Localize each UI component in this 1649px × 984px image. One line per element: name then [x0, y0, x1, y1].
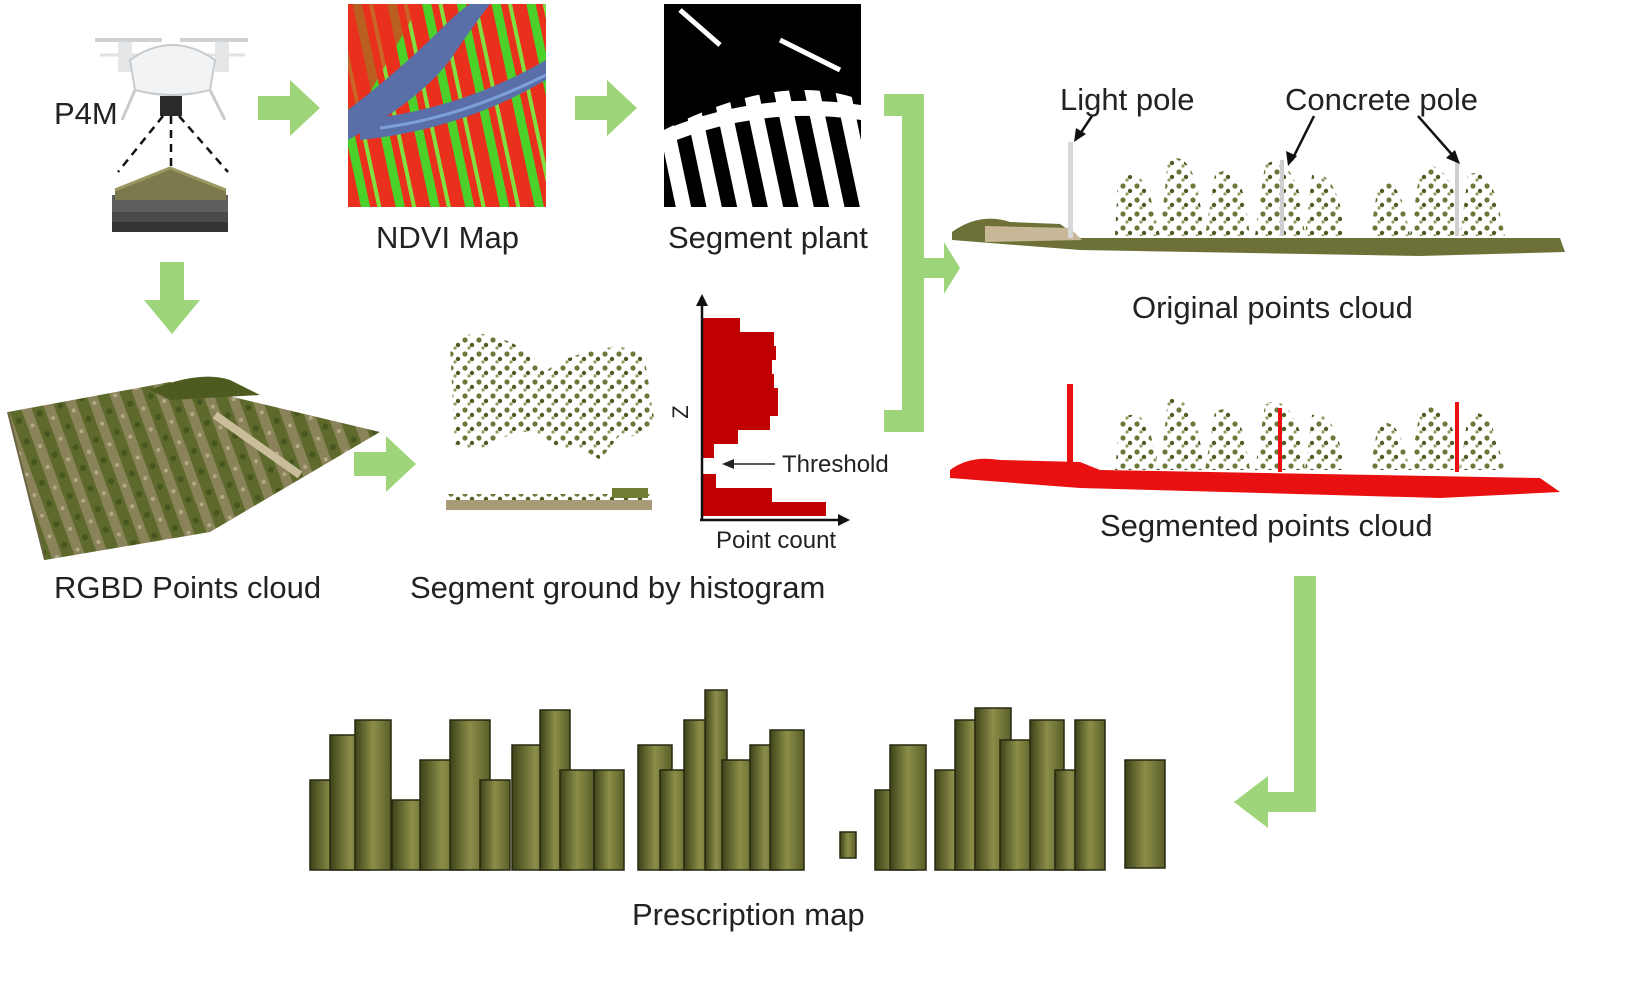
- merge-bracket-vertical: [902, 94, 924, 432]
- rgbd-points-cloud-label: RGBD Points cloud: [54, 570, 321, 605]
- prescription-map-image: [309, 689, 1166, 871]
- y-axis-arrowhead: [696, 294, 708, 306]
- ndvi-map-label: NDVI Map: [376, 220, 519, 255]
- hist-bar: [702, 374, 774, 388]
- hist-bar: [702, 318, 740, 332]
- multispectral-stack-icon: [112, 166, 228, 232]
- segment-plant-label: Segment plant: [668, 220, 868, 255]
- concrete-pole-label: Concrete pole: [1285, 82, 1478, 117]
- light-pole-label: Light pole: [1060, 82, 1194, 117]
- elbow-horizontal: [1268, 792, 1316, 812]
- elbow-vertical: [1294, 576, 1316, 812]
- hist-bar: [702, 488, 772, 502]
- arrow-drone-to-rgbd: [144, 262, 200, 334]
- segment-ground-label: Segment ground by histogram: [410, 570, 825, 605]
- pole-annotation-arrowheads: [1074, 128, 1460, 166]
- hist-bar: [702, 360, 772, 374]
- original-points-cloud-label: Original points cloud: [1132, 290, 1413, 325]
- flow-arrows: [144, 80, 1316, 828]
- hist-bar: [702, 416, 770, 430]
- segmented-points-cloud-label: Segmented points cloud: [1100, 508, 1433, 543]
- arrow-ndvi-to-segment: [575, 80, 637, 136]
- x-axis-arrowhead: [838, 514, 850, 526]
- hist-bar: [702, 430, 738, 444]
- hist-bar: [702, 346, 776, 360]
- ndvi-map-image: [348, 4, 547, 207]
- threshold-label: Threshold: [782, 451, 889, 478]
- camera-projection-lines: [117, 115, 229, 173]
- arrow-drone-to-ndvi: [258, 80, 320, 136]
- threshold-arrowhead: [722, 459, 734, 469]
- arrow-to-prescription: [1234, 776, 1268, 828]
- point-count-label: Point count: [716, 527, 836, 554]
- hist-bar: [702, 474, 716, 488]
- hist-bar: [702, 332, 774, 346]
- merge-bracket-bottom: [884, 410, 924, 432]
- hist-bar: [702, 402, 778, 416]
- segmented-point-cloud-image: [950, 384, 1560, 498]
- drone-icon: [95, 38, 248, 121]
- histogram-z-axis-label: Z: [668, 405, 693, 418]
- prescription-map-label: Prescription map: [632, 897, 865, 932]
- drone-label: P4M: [54, 96, 118, 131]
- hist-bar: [702, 444, 714, 458]
- side-view-point-cloud-image: [446, 333, 655, 510]
- pole-annotation-arrows: [1078, 115, 1456, 161]
- hist-bar: [702, 502, 826, 516]
- histogram-bars: [702, 318, 826, 516]
- arrow-rgbd-to-ground: [354, 436, 416, 492]
- original-point-cloud-image: [952, 142, 1565, 256]
- arrow-merge-to-cloud: [924, 242, 960, 294]
- segment-plant-image: [664, 4, 861, 207]
- hist-bar: [702, 388, 778, 402]
- height-histogram: Z Threshold Point count: [668, 294, 889, 554]
- rgbd-point-cloud-image: [7, 376, 380, 561]
